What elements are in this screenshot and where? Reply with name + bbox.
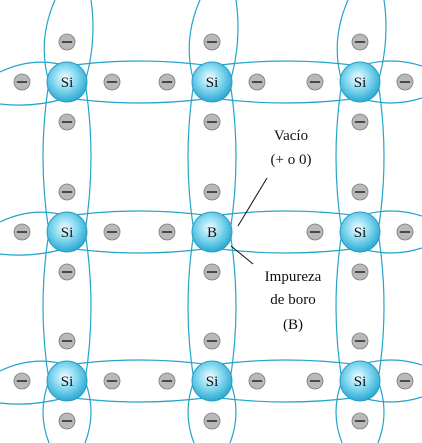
atom-sphere bbox=[191, 61, 233, 103]
atom-label: Si bbox=[61, 225, 74, 241]
impurity-annotation: Impureza de boro (B) bbox=[230, 245, 322, 333]
impurity-pointer bbox=[230, 245, 254, 265]
electron-12: − bbox=[13, 223, 31, 241]
electron-7: − bbox=[203, 113, 221, 131]
silicon-atom: Si bbox=[46, 360, 88, 402]
atom-label: Si bbox=[354, 75, 367, 91]
silicon-atom: Si bbox=[339, 211, 381, 253]
electron-31: − bbox=[306, 372, 324, 390]
boron-atom: B bbox=[191, 211, 233, 253]
electron-33: − bbox=[351, 332, 369, 350]
electron-9: − bbox=[396, 73, 414, 91]
silicon-atom: Si bbox=[191, 360, 233, 402]
electron-26: − bbox=[58, 412, 76, 430]
silicon-atom: Si bbox=[46, 61, 88, 103]
atom-label: Si bbox=[61, 374, 74, 390]
electron-22: − bbox=[351, 263, 369, 281]
atom-sphere bbox=[339, 61, 381, 103]
electron-18: − bbox=[203, 263, 221, 281]
atom-label: Si bbox=[206, 374, 219, 390]
valence-electrons: − − − − − − − − − − − − − − − − − − − − − − − − − − − − − − − − − − − bbox=[13, 33, 414, 430]
electron-30: − bbox=[203, 412, 221, 430]
electron-24: − bbox=[103, 372, 121, 390]
electron-25: − bbox=[58, 332, 76, 350]
electron-2: − bbox=[58, 33, 76, 51]
impurity-label-line1: Impureza bbox=[265, 269, 322, 285]
vacancy-pointer bbox=[237, 177, 268, 227]
atom-sphere bbox=[339, 211, 381, 253]
electron-15: − bbox=[58, 263, 76, 281]
electron-19: − bbox=[306, 223, 324, 241]
electron-32: − bbox=[396, 372, 414, 390]
electron-1: − bbox=[103, 73, 121, 91]
atom-label: Si bbox=[354, 225, 367, 241]
electron-28: − bbox=[248, 372, 266, 390]
electron-0: − bbox=[13, 73, 31, 91]
electron-29: − bbox=[203, 332, 221, 350]
atom-sphere bbox=[191, 360, 233, 402]
atom-sphere bbox=[46, 360, 88, 402]
electron-16: − bbox=[158, 223, 176, 241]
silicon-atom: Si bbox=[46, 211, 88, 253]
electron-10: − bbox=[351, 33, 369, 51]
electron-21: − bbox=[351, 183, 369, 201]
electron-3: − bbox=[58, 113, 76, 131]
electron-4: − bbox=[158, 73, 176, 91]
electron-11: − bbox=[351, 113, 369, 131]
silicon-atom: Si bbox=[339, 61, 381, 103]
electron-27: − bbox=[158, 372, 176, 390]
electron-6: − bbox=[203, 33, 221, 51]
atom-sphere bbox=[191, 211, 233, 253]
atom-sphere bbox=[46, 211, 88, 253]
atom-sphere bbox=[46, 61, 88, 103]
atom-sphere bbox=[339, 360, 381, 402]
electron-20: − bbox=[396, 223, 414, 241]
electron-13: − bbox=[103, 223, 121, 241]
silicon-atom: Si bbox=[191, 61, 233, 103]
atom-label: B bbox=[207, 225, 217, 241]
vacancy-label-line1: Vacío bbox=[274, 128, 308, 144]
electron-34: − bbox=[351, 412, 369, 430]
atom-label: Si bbox=[206, 75, 219, 91]
atom-label: Si bbox=[354, 374, 367, 390]
electron-17: − bbox=[203, 183, 221, 201]
impurity-label-line3: (B) bbox=[283, 317, 303, 333]
electron-14: − bbox=[58, 183, 76, 201]
vacancy-annotation: Vacío (+ o 0) bbox=[237, 128, 312, 227]
silicon-atom: Si bbox=[339, 360, 381, 402]
electron-23: − bbox=[13, 372, 31, 390]
electron-5: − bbox=[248, 73, 266, 91]
electron-8: − bbox=[306, 73, 324, 91]
atom-label: Si bbox=[61, 75, 74, 91]
vacancy-label-line2: (+ o 0) bbox=[271, 152, 312, 168]
impurity-label-line2: de boro bbox=[270, 292, 315, 308]
